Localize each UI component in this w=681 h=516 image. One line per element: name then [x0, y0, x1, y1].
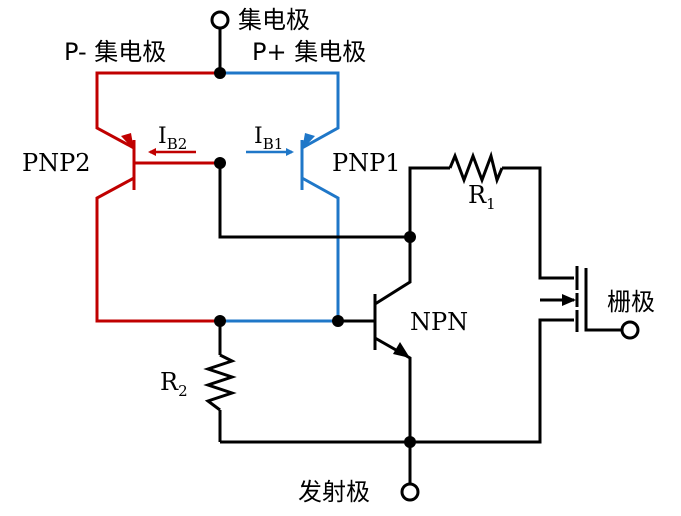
- npn-emitter-arrow: [393, 342, 410, 358]
- gate-terminal: [620, 320, 640, 340]
- npn-label: NPN: [410, 308, 468, 336]
- emitter-label: 发射极: [298, 478, 370, 506]
- pnp2-label: PNP2: [22, 149, 91, 177]
- r1-label: R1: [468, 181, 496, 213]
- r2-resistor: [203, 353, 237, 412]
- collector-label: 集电极: [238, 6, 310, 34]
- ib2-label: IB2: [158, 124, 187, 153]
- gate-label: 栅极: [607, 288, 655, 316]
- r1-resistor: [448, 150, 504, 185]
- p-plus-collector-label: P+ 集电极: [252, 38, 366, 66]
- pnp1-emitter-arrow: [302, 133, 315, 150]
- p-minus-collector-label: P- 集电极: [64, 38, 166, 66]
- r2-label: R2: [160, 368, 188, 400]
- p-plus-branch: [220, 71, 340, 323]
- black-wiring: [218, 163, 622, 483]
- junction-dots: [214, 67, 416, 448]
- ib1-label: IB1: [254, 124, 283, 153]
- mosfet-body-arrow: [562, 294, 576, 306]
- pnp2-emitter-arrow: [121, 133, 134, 150]
- emitter-terminal: [400, 482, 420, 502]
- pnp1-label: PNP1: [332, 149, 401, 177]
- collector-terminal: [210, 10, 230, 73]
- p-minus-branch: [95, 71, 220, 323]
